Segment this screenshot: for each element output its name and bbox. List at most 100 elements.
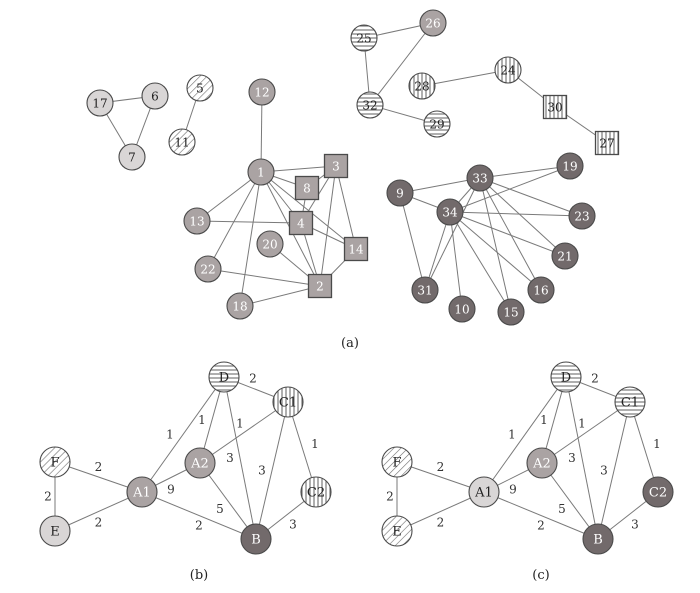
node-31: 31	[411, 276, 439, 304]
edge-3-2	[319, 165, 337, 287]
panel-c-caption: (c)	[532, 568, 549, 583]
node-9: 9	[386, 179, 414, 207]
node-label-11: 11	[174, 135, 189, 149]
edge-weight-A2-B: 5	[216, 502, 224, 516]
node-label-2: 2	[316, 279, 324, 293]
node-shape-B	[240, 523, 272, 555]
edge-34-23	[449, 211, 583, 217]
node-shape-D	[208, 361, 240, 393]
node-shape-33	[466, 164, 494, 192]
node-30: 30	[542, 94, 568, 120]
node-B: B	[582, 523, 614, 555]
node-14: 14	[343, 236, 369, 262]
node-label-C2: C2	[307, 486, 325, 501]
edge-9-31	[399, 192, 426, 291]
edge-34-10	[449, 211, 463, 310]
edge-D-B	[565, 376, 599, 540]
node-shape-30	[542, 94, 568, 120]
node-label-18: 18	[232, 299, 247, 313]
edge-weight-C2-B: 3	[631, 518, 639, 532]
node-label-F: F	[50, 456, 59, 471]
edge-A1-B	[483, 491, 599, 540]
node-22: 22	[194, 255, 222, 283]
node-shape-F	[39, 446, 71, 478]
edge-34-31	[424, 211, 451, 291]
edge-weight-E-A1: 2	[437, 516, 445, 530]
edge-3-14	[335, 165, 357, 250]
node-label-9: 9	[396, 186, 404, 200]
edge-weight-A1-A2: 9	[509, 483, 517, 497]
edge-weight-A2-D: 1	[198, 413, 206, 427]
node-shape-11	[168, 128, 196, 156]
node-27: 27	[594, 130, 620, 156]
edge-33-21	[479, 177, 566, 257]
edge-weight-C1-C2: 1	[311, 437, 319, 451]
node-A2: A2	[184, 447, 216, 479]
node-4: 4	[288, 210, 314, 236]
node-19: 19	[556, 152, 584, 180]
node-shape-16	[527, 276, 555, 304]
edge-weight-F-A1: 2	[437, 460, 445, 474]
edge-33-23	[479, 177, 583, 217]
node-shape-14	[343, 236, 369, 262]
edge-weight-A1-A2: 9	[167, 483, 175, 497]
node-label-10: 10	[454, 302, 469, 316]
edge-weight-F-E: 2	[44, 490, 52, 504]
node-shape-C1	[272, 386, 304, 418]
node-label-22: 22	[200, 262, 215, 276]
node-shape-21	[551, 242, 579, 270]
edge-weight-C1-B: 3	[600, 464, 608, 478]
edge-34-19	[449, 165, 571, 213]
node-shape-5	[186, 74, 214, 102]
node-shape-C1	[614, 386, 646, 418]
node-18: 18	[226, 292, 254, 320]
node-label-C1: C1	[621, 396, 639, 411]
edge-weight-A1-B: 2	[195, 519, 203, 533]
node-C2: C2	[642, 476, 674, 508]
node-6: 6	[141, 82, 169, 110]
edge-18-2	[239, 285, 321, 307]
edge-1-18	[239, 171, 262, 307]
node-26: 26	[419, 9, 447, 37]
node-shape-24	[494, 56, 522, 84]
node-shape-1	[247, 158, 275, 186]
node-shape-28	[408, 72, 436, 100]
node-label-7: 7	[128, 150, 136, 164]
node-shape-32	[356, 91, 384, 119]
edge-C1-C2	[287, 401, 317, 493]
edge-34-16	[449, 211, 542, 291]
node-24: 24	[494, 56, 522, 84]
edge-weight-A2-C1: 1	[578, 417, 586, 431]
node-shape-26	[419, 9, 447, 37]
node-D: D	[208, 361, 240, 393]
node-2: 2	[307, 273, 333, 299]
node-A1: A1	[468, 476, 500, 508]
edge-weight-A1-D: 1	[166, 428, 174, 442]
node-label-14: 14	[348, 242, 364, 256]
node-label-B: B	[593, 533, 603, 548]
node-D: D	[550, 361, 582, 393]
node-10: 10	[448, 295, 476, 323]
node-shape-10	[448, 295, 476, 323]
edge-A1-B	[141, 491, 257, 540]
node-label-3: 3	[332, 159, 340, 173]
node-E: E	[39, 515, 71, 547]
edge-E-A1	[54, 491, 143, 532]
node-C1: C1	[272, 386, 304, 418]
edge-A2-C1	[541, 401, 631, 464]
edge-weight-C1-C2: 1	[653, 437, 661, 451]
edge-weight-D-B: 3	[226, 451, 234, 465]
node-shape-E	[381, 515, 413, 547]
node-label-4: 4	[297, 216, 305, 230]
node-label-B: B	[251, 533, 261, 548]
node-label-D: D	[561, 371, 571, 386]
node-shape-A2	[184, 447, 216, 479]
node-shape-A2	[526, 447, 558, 479]
node-shape-34	[436, 198, 464, 226]
node-label-C2: C2	[649, 486, 667, 501]
node-label-19: 19	[562, 159, 577, 173]
node-label-24: 24	[500, 63, 516, 77]
node-A2: A2	[526, 447, 558, 479]
